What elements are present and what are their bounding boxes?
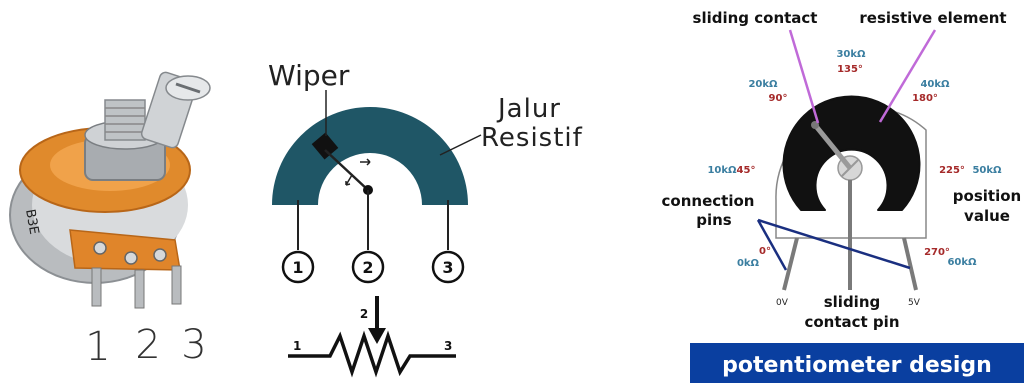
scale-2-ohm: 20kΩ xyxy=(748,79,778,90)
wiper-block xyxy=(311,132,339,160)
track-label-line2: Resistif xyxy=(481,123,583,153)
terminal-1-label: 1 xyxy=(292,258,303,277)
terminal-2 xyxy=(351,250,385,284)
terminal-3-label: 3 xyxy=(442,258,453,277)
scale-6-ohm: 60kΩ xyxy=(947,257,977,268)
label-sliding-contact: sliding contact xyxy=(693,9,818,27)
potentiometer-design: sliding contact resistive element connec… xyxy=(662,9,1024,383)
resistor-right-num: 3 xyxy=(444,339,452,353)
photo-pin-3: 3 xyxy=(181,322,206,368)
scale-3-ohm: 30kΩ xyxy=(836,49,866,60)
scale-2-deg: 90° xyxy=(769,93,788,104)
design-pin-right xyxy=(902,237,918,291)
scale-4-deg: 180° xyxy=(912,93,938,104)
potentiometer-photo: B3E 1 2 3 xyxy=(9,71,211,370)
photo-pin-2: 2 xyxy=(135,322,160,368)
scale-1-ohm: 10kΩ xyxy=(707,165,737,176)
wiper-label: Wiper xyxy=(268,59,350,92)
design-banner-text: potentiometer design xyxy=(722,353,992,378)
pin-1-leg xyxy=(91,267,102,307)
label-position-2: value xyxy=(964,207,1010,225)
terminal-3 xyxy=(431,250,465,284)
track-label-line1: Jalur xyxy=(496,94,561,124)
resistor-symbol xyxy=(288,330,456,378)
pin-2-leg xyxy=(134,269,145,309)
scale-6-deg: 270° xyxy=(924,247,950,258)
scale-5-deg: 225° xyxy=(939,165,965,176)
potentiometer-schematic: Wiper Jalur Resistif 1 2 3 2 1 3 xyxy=(268,59,583,378)
scale-0-ohm: 0kΩ xyxy=(737,258,760,269)
label-connection-2: pins xyxy=(696,211,732,229)
terminal-1 xyxy=(281,250,315,284)
label-contact-pin-1: sliding xyxy=(824,293,881,311)
scale-3-deg: 135° xyxy=(837,64,863,75)
shaft-code: B3E xyxy=(22,208,41,236)
scale-0-deg: 0° xyxy=(759,246,771,257)
scale-1-deg: 45° xyxy=(737,165,756,176)
design-banner xyxy=(690,343,1024,383)
label-0v: 0V xyxy=(776,298,789,308)
terminal-2-label: 2 xyxy=(362,258,373,277)
label-connection-1: connection xyxy=(662,192,755,210)
resistor-left-num: 1 xyxy=(293,339,301,353)
photo-pin-1: 1 xyxy=(85,324,110,370)
resistive-track xyxy=(272,107,468,205)
scale-4-ohm: 40kΩ xyxy=(920,79,950,90)
resistor-wiper-num: 2 xyxy=(360,307,368,321)
label-5v: 5V xyxy=(908,298,921,308)
label-resistive-element: resistive element xyxy=(859,9,1006,27)
design-pin-left xyxy=(782,237,799,291)
label-position-1: position xyxy=(953,187,1021,205)
label-contact-pin-2: contact pin xyxy=(804,313,899,331)
pin-3-leg xyxy=(171,265,182,305)
scale-5-ohm: 50kΩ xyxy=(972,165,1002,176)
